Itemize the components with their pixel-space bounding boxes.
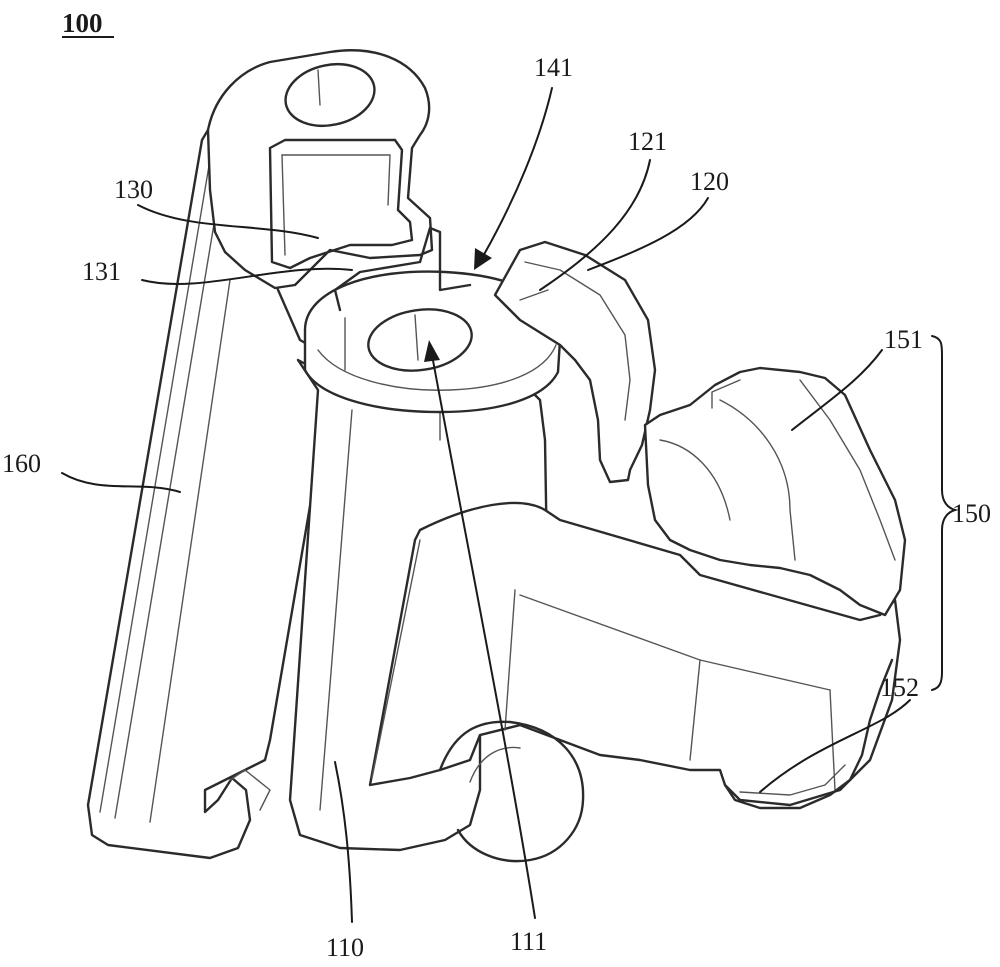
leader-151 <box>791 349 883 431</box>
brace-150 <box>931 335 959 691</box>
label-110: 110 <box>326 933 364 962</box>
bracket-part <box>86 49 907 863</box>
leader-121 <box>539 159 651 291</box>
lower-lobe <box>438 720 585 863</box>
label-152: 152 <box>880 673 919 702</box>
reference-labels: 141 121 120 130 131 151 150 160 152 110 … <box>2 53 991 962</box>
leader-131 <box>141 267 353 285</box>
label-131: 131 <box>82 257 121 286</box>
label-121: 121 <box>628 127 667 156</box>
flange-120 <box>493 240 657 484</box>
top-slot <box>268 138 414 270</box>
left-plate-edge <box>99 147 213 813</box>
center-hole-111 <box>367 308 473 372</box>
hook-152 <box>723 658 894 810</box>
leader-160 <box>61 472 181 493</box>
label-160: 160 <box>2 449 41 478</box>
label-130: 130 <box>114 175 153 204</box>
label-150: 150 <box>952 499 991 528</box>
label-141: 141 <box>534 53 573 82</box>
notch-130 <box>333 226 472 312</box>
leader-141 <box>481 87 553 259</box>
right-arm-150 <box>368 501 902 807</box>
label-151: 151 <box>884 325 923 354</box>
leader-111 <box>431 354 536 919</box>
top-loop <box>206 49 434 290</box>
label-111: 111 <box>510 927 547 956</box>
leader-110 <box>334 761 353 923</box>
figure-number: 100 <box>62 8 103 38</box>
clip-head-151 <box>643 366 907 617</box>
left-plate-edge-2 <box>114 157 226 819</box>
leader-130 <box>137 204 319 239</box>
leader-lines <box>61 87 959 923</box>
arrow-head-111 <box>424 340 440 362</box>
arrow-head-141 <box>474 248 492 270</box>
leader-120 <box>587 197 709 271</box>
label-120: 120 <box>690 167 729 196</box>
top-hole <box>284 63 376 127</box>
leader-152 <box>759 699 911 793</box>
